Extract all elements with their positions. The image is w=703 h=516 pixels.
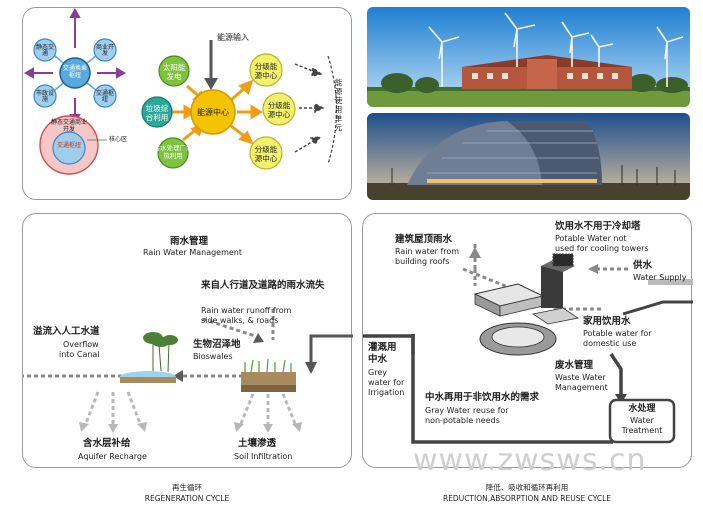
treatment-en-1: Water <box>630 416 654 425</box>
energy-diagram-graphic <box>23 8 338 175</box>
overflow-en-2: into Canal <box>59 350 100 359</box>
transit-node-2: 商业开发 <box>95 44 114 57</box>
overflow-en-1: Overflow <box>63 340 99 349</box>
roof-en-1: Rain water from <box>395 247 460 256</box>
rain-mgmt-subtitle: Rain Water Management <box>143 248 243 257</box>
transit-node-3: 市政设施 <box>35 90 54 103</box>
left-caption-cn: 再生循环 <box>172 483 202 492</box>
energy-input-label: 能源输入 <box>217 33 249 42</box>
waste-label: 垃圾综合利用 <box>145 104 169 122</box>
grey-reuse-title: 中水再用于非饮用水的需求 <box>425 392 540 403</box>
regeneration-cycle-panel: 雨水管理 Rain Water Management 来自人行道及道路的雨水流失… <box>22 213 353 468</box>
right-caption-en: REDUCTION,ABSORPTION AND REUSE CYCLE <box>442 494 612 503</box>
soil-subtitle: Soil Infiltration <box>234 452 293 461</box>
reuse-graphic <box>363 244 693 444</box>
roof-en-2: building roofs <box>395 257 450 266</box>
sub-center-3: 分级能源中心 <box>254 145 278 163</box>
soil-title: 土壤渗透 <box>238 438 277 449</box>
supply-subtitle: Water Supply <box>633 273 687 282</box>
stadium-photo <box>367 113 690 200</box>
sub-center-1: 分级能源中心 <box>254 62 278 80</box>
wastemgmt-title: 废水管理 <box>555 360 594 371</box>
aquifer-title: 含水层补给 <box>83 438 131 449</box>
transit-node-4: 交通枢纽 <box>95 90 114 103</box>
irrigation-cn-2: 中水 <box>368 354 388 365</box>
right-caption-cn: 降低、吸收和循环再利用 <box>485 483 569 492</box>
regeneration-graphic <box>23 309 353 433</box>
potable-title: 饮用水不用于冷却塔 <box>555 221 641 232</box>
rain-mgmt-title: 雨水管理 <box>170 236 209 247</box>
potable-en-2: used for cooling towers <box>555 244 649 253</box>
energy-diagram-panel: 交通换乘枢纽 静态交通 商业开发 市政设施 交通枢纽 静态交通商业开发 交通枢纽… <box>22 7 352 200</box>
wastemgmt-en-1: Waste Water <box>555 373 606 382</box>
irrigation-en-1: Grey <box>368 368 387 377</box>
transit-hub-node <box>59 57 91 89</box>
energy-center-label: 能源中心 <box>197 108 229 117</box>
overflow-title: 溢流入人工水道 <box>33 326 100 337</box>
domestic-en-2: domestic use <box>583 339 637 348</box>
transit-hub-label: 交通换乘枢纽 <box>62 65 87 79</box>
core-ring-inner <box>52 131 86 165</box>
irrigation-en-3: Irrigation <box>368 388 405 397</box>
transit-node-1: 静态交通 <box>35 44 54 57</box>
bioswale-subtitle: Bioswales <box>193 352 233 361</box>
watermark: www.zwsws.cn <box>413 443 647 478</box>
ring-label: 静态交通商业开发 <box>50 119 87 133</box>
wind-farm-photo <box>367 7 690 107</box>
sewage-label: 污水处理厂余热利用 <box>153 144 193 160</box>
grey-reuse-en-1: Gray Water reuse for <box>425 406 509 415</box>
sub-center-2: 分级能源中心 <box>267 101 291 119</box>
potable-en-1: Potable Water not <box>555 234 627 243</box>
runoff-cn-1: 来自人行道及道路的雨水流失 <box>201 280 325 291</box>
solar-label: 太阳能发电 <box>162 63 186 81</box>
core-inner-label: 交通枢纽 <box>57 142 82 149</box>
bioswale-title: 生物沼泽地 <box>193 339 241 350</box>
domestic-en-1: Potable water for <box>583 329 652 338</box>
grey-reuse-en-2: non-potable needs <box>425 416 500 425</box>
energy-center-node <box>190 89 236 135</box>
core-area-label: 核心区 <box>109 136 128 143</box>
irrigation-cn-1: 灌溉用 <box>368 342 397 353</box>
runoff-en-1: Rain water runoff from <box>201 306 292 315</box>
energy-usage-label: 能源使用单元 <box>334 78 343 132</box>
reuse-cycle-panel: 建筑屋顶雨水 Rain water from building roofs 饮用… <box>362 213 693 468</box>
supply-title: 供水 <box>633 260 653 271</box>
treatment-en-2: Treatment <box>621 426 663 435</box>
runoff-en-2: side walks, & roads <box>201 316 279 325</box>
wastemgmt-en-2: Management <box>555 383 608 392</box>
irrigation-en-2: water for <box>368 378 405 387</box>
domestic-title: 家用饮用水 <box>583 316 631 327</box>
treatment-title: 水处理 <box>628 404 656 414</box>
aquifer-subtitle: Aquifer Recharge <box>78 452 147 461</box>
left-caption-en: REGENERATION CYCLE <box>144 494 230 503</box>
roof-title: 建筑屋顶雨水 <box>395 234 453 245</box>
